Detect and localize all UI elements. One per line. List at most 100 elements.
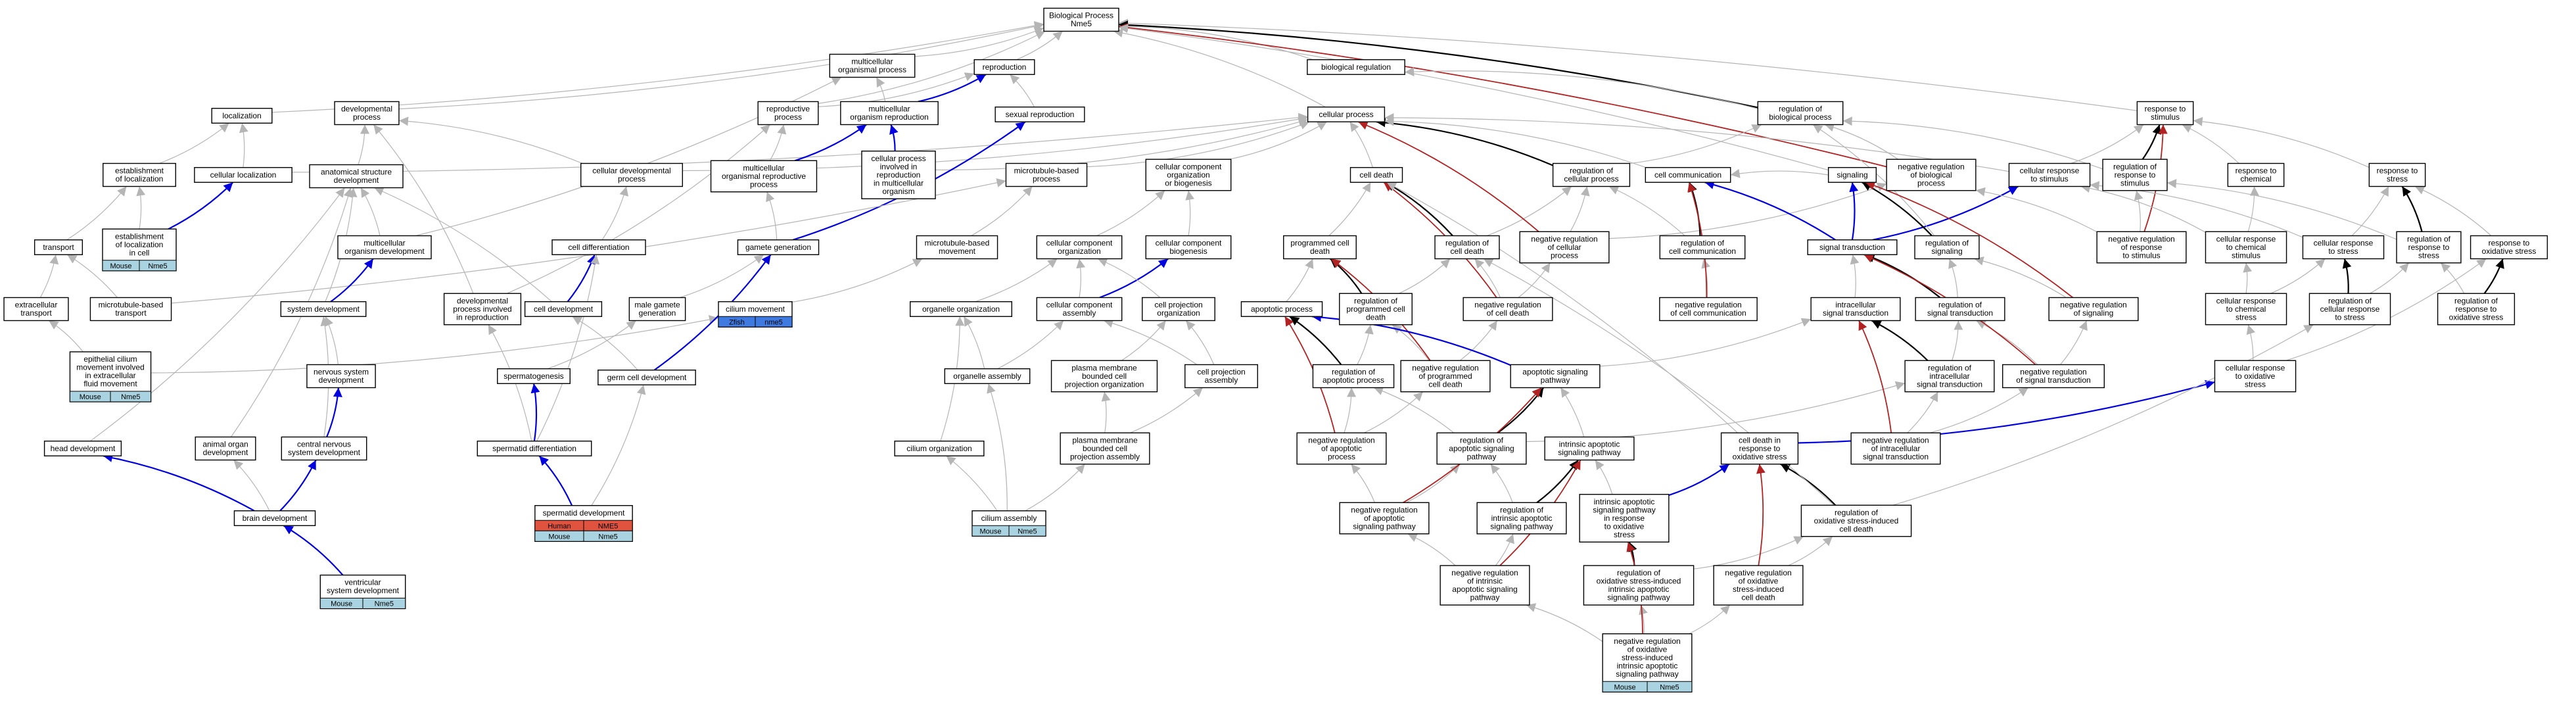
go-term-spermatogenesis[interactable]: spermatogenesis xyxy=(497,368,571,384)
go-term-cell-proc[interactable]: cellular process xyxy=(1307,107,1386,122)
go-term-organelle-org[interactable]: organelle organization xyxy=(909,301,1012,317)
go-term-transport[interactable]: transport xyxy=(34,239,83,255)
go-term-cell-comm[interactable]: cell communication xyxy=(1645,167,1731,183)
go-term-sexual-repro[interactable]: sexual reproduction xyxy=(995,107,1085,122)
go-term-signaling[interactable]: signaling xyxy=(1827,167,1877,183)
go-term-organelle-assembly[interactable]: organelle assembly xyxy=(944,368,1031,384)
go-term-localization[interactable]: localization xyxy=(211,108,273,124)
go-term-head-dev[interactable]: head development xyxy=(43,441,122,456)
go-term-cell-dev[interactable]: cell development xyxy=(524,301,603,317)
go-term-germ-cell-dev[interactable]: germ cell development xyxy=(597,370,696,385)
go-term-cell-loc[interactable]: cellular localization xyxy=(194,167,293,183)
go-term-system-dev[interactable]: system development xyxy=(280,301,367,317)
go-term-sig-trans[interactable]: signal transduction xyxy=(1807,239,1898,255)
go-term-gamete-gen[interactable]: gamete generation xyxy=(737,239,820,255)
go-term-cell-death[interactable]: cell death xyxy=(1349,167,1403,183)
go-term-bioreg[interactable]: biological regulation xyxy=(1307,59,1405,75)
go-term-cilium-org[interactable]: cilium organization xyxy=(894,441,985,456)
go-term-cell-diff[interactable]: cell differentiation xyxy=(551,239,646,255)
go-term-reproduction[interactable]: reproduction xyxy=(973,59,1035,75)
go-term-spermatid-diff[interactable]: spermatid differentiation xyxy=(477,441,592,456)
go-term-brain-dev[interactable]: brain development xyxy=(233,510,316,526)
